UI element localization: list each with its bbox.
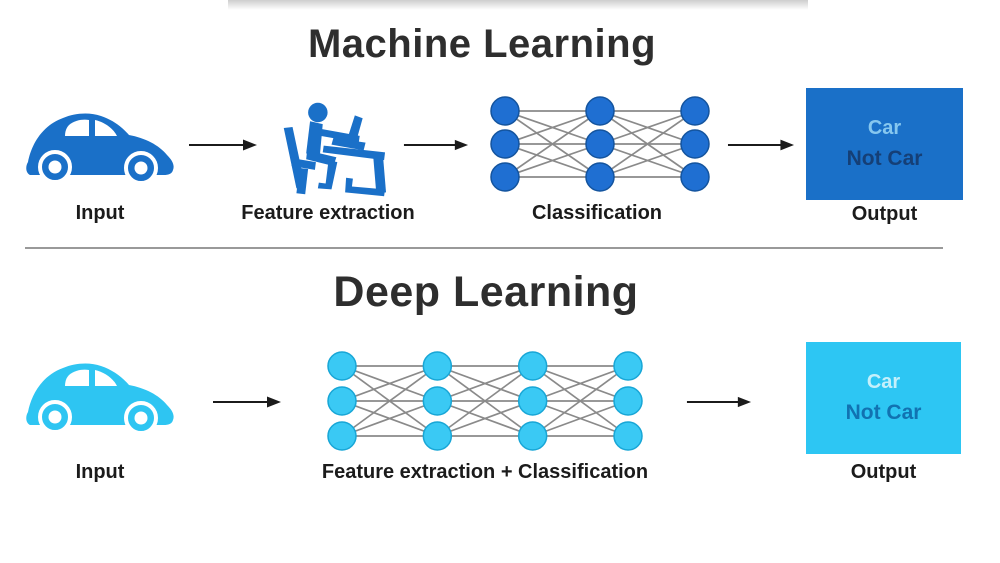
arrow-right-icon (213, 396, 281, 408)
arrow-right-icon (403, 139, 469, 151)
ml-result-car: Car (867, 117, 902, 139)
ml-output-label: Output (851, 203, 918, 225)
ml-classification-label: Classification (531, 202, 663, 224)
neural-network-dl (327, 351, 643, 451)
dl-output-box: Car Not Car (806, 342, 961, 454)
dl-output-label: Output (850, 461, 917, 483)
person-at-desk-svg (283, 102, 387, 197)
ml-result-not-car: Not Car (846, 147, 923, 170)
car-icon (25, 362, 175, 440)
neural-network-ml (490, 96, 710, 192)
deep-learning-title: Deep Learning (333, 268, 639, 316)
top-edge-shade (228, 0, 808, 10)
machine-learning-title: Machine Learning (307, 22, 657, 66)
dl-feature-classification-label: Feature extraction + Classification (321, 461, 649, 483)
car-icon (25, 112, 175, 190)
arrow-right-icon (727, 139, 795, 151)
dl-input-label: Input (75, 461, 125, 483)
section-divider (25, 247, 943, 249)
car-icon-svg (26, 113, 174, 185)
ml-input-label: Input (75, 202, 125, 224)
ml-output-box: Car Not Car (806, 88, 963, 200)
person-at-desk-icon (275, 92, 387, 204)
dl-result-not-car: Not Car (845, 401, 922, 424)
arrow-right-icon (189, 139, 257, 151)
car-icon-svg (26, 363, 174, 435)
arrow-right-icon (686, 396, 752, 408)
ml-feature-extraction-label: Feature extraction (241, 202, 415, 224)
dl-result-car: Car (866, 371, 901, 393)
